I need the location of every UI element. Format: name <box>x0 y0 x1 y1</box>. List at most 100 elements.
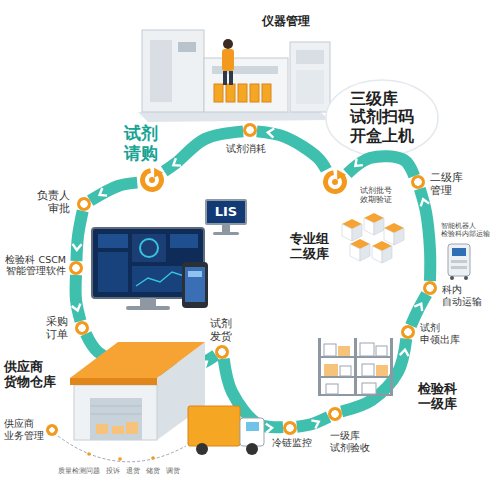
instrument-line <box>296 70 324 104</box>
ring-ground <box>321 168 350 197</box>
stage-title: 三级库 试剂扫码 开盒上机 <box>350 90 414 145</box>
lab-worker <box>222 39 234 85</box>
shelf-rack <box>324 344 336 356</box>
ring-core <box>332 179 338 185</box>
delivery-robot <box>451 266 467 269</box>
ring-icon: 三级库 试剂扫码 开盒上机 <box>320 167 350 197</box>
station-label: 试剂 发货 <box>210 318 232 343</box>
issue-tag: 储货 <box>146 467 160 475</box>
ring-arrow <box>337 170 346 180</box>
road-segment <box>297 417 329 427</box>
warehouse <box>90 406 142 407</box>
lis-monitor-stand <box>213 232 239 235</box>
lis-monitor-stand <box>222 225 230 232</box>
dashboard-monitor <box>126 306 170 310</box>
warehouse <box>70 378 157 385</box>
issue-tag: 投诉 <box>106 467 120 475</box>
storage-boxes <box>342 213 404 263</box>
station-dot: 二级库 管理 <box>411 175 425 189</box>
cold-chain-truck <box>246 443 258 455</box>
warehouse <box>112 426 124 434</box>
road-segment <box>90 183 137 201</box>
dashboard-monitor <box>132 234 166 262</box>
ring-arrow <box>154 168 163 178</box>
delivery-robot <box>451 260 467 263</box>
stage-title: 试剂 请购 <box>124 124 158 163</box>
supplier-service-arc <box>58 436 186 462</box>
lis-monitor-stand <box>213 225 239 235</box>
delivery-robot <box>448 244 470 276</box>
dashboard-monitor <box>92 228 204 310</box>
ring-icon-art <box>320 167 350 197</box>
instrument-line <box>212 66 278 74</box>
cold-chain-truck <box>196 443 208 455</box>
warehouse <box>96 424 108 434</box>
storage-boxes <box>384 223 404 245</box>
shelf-rack <box>362 383 376 394</box>
station-dot: 科内 自动运输 <box>423 281 437 295</box>
storage-boxes <box>364 213 384 235</box>
shelf-rack <box>376 346 387 356</box>
instrument-line <box>214 84 223 102</box>
station-dot: 试剂消耗 <box>243 123 257 137</box>
phone <box>188 271 202 277</box>
station-label: 冷链监控 <box>272 437 312 449</box>
instrument-line <box>262 84 271 102</box>
warehouse <box>70 342 205 440</box>
road-segment <box>257 131 326 169</box>
station-label: 供应商 业务管理 <box>4 418 44 441</box>
instrument-line <box>178 42 196 52</box>
area-label: 专业组 二级库 <box>290 232 329 262</box>
section-label: 仪器管理 <box>262 15 310 29</box>
cold-chain-truck <box>188 406 264 455</box>
issue-tag: 退货 <box>126 467 140 475</box>
station-dot: 检验科 CSCM 智能管理软件 <box>69 261 83 275</box>
station-label: 二级库 管理 <box>430 172 463 197</box>
station-label: 科内 自动运输 <box>442 284 482 307</box>
lab-worker <box>223 71 227 85</box>
supplier-service-arc <box>151 456 155 460</box>
lab-worker <box>222 49 234 71</box>
road-segment <box>420 189 430 281</box>
shelf-rack <box>360 343 374 356</box>
ring-ground <box>138 166 167 195</box>
callout-bubble <box>326 80 438 156</box>
shelf-rack <box>324 364 338 376</box>
station-dot: 供应商 业务管理 <box>46 424 58 436</box>
station-label: 一级库 试剂验收 <box>330 430 370 453</box>
phone <box>182 262 208 308</box>
shelf-rack <box>340 366 351 376</box>
warehouse <box>126 422 138 434</box>
ring-icon: 试剂 请购 <box>137 165 167 195</box>
warehouse <box>90 398 142 440</box>
station-dot: 采购 订单 <box>75 321 89 335</box>
warehouse <box>70 342 205 378</box>
instrument-line <box>238 84 247 102</box>
road-segment <box>411 294 427 325</box>
delivery-robot <box>464 276 468 280</box>
lab-worker <box>223 39 233 49</box>
instrument-line <box>138 30 330 122</box>
shelf-rack <box>354 338 357 396</box>
shelf-rack <box>326 384 338 394</box>
issue-tag: 调货 <box>166 467 180 475</box>
station-label: 负责人 审批 <box>37 190 70 215</box>
instrument-line <box>250 84 259 102</box>
supplier-service-arc <box>118 457 122 461</box>
road-segment <box>76 211 82 261</box>
delivery-robot <box>448 244 470 280</box>
cold-chain-truck <box>188 406 240 446</box>
station-dot: 负责人 审批 <box>77 197 91 211</box>
issue-tag: 质量检测问题 <box>58 467 100 475</box>
station-dot: 试剂 申领出库 <box>401 325 415 339</box>
note-label: 试剂批号 效期验证 <box>360 186 392 204</box>
shelf-rack <box>390 338 393 396</box>
instrument-line <box>296 50 324 64</box>
shelf-rack <box>376 365 388 376</box>
station-dot: 一级库 试剂验收 <box>328 407 342 421</box>
station-label: 试剂消耗 <box>226 143 266 155</box>
storage-boxes <box>372 241 392 263</box>
instrument-line <box>226 84 235 102</box>
